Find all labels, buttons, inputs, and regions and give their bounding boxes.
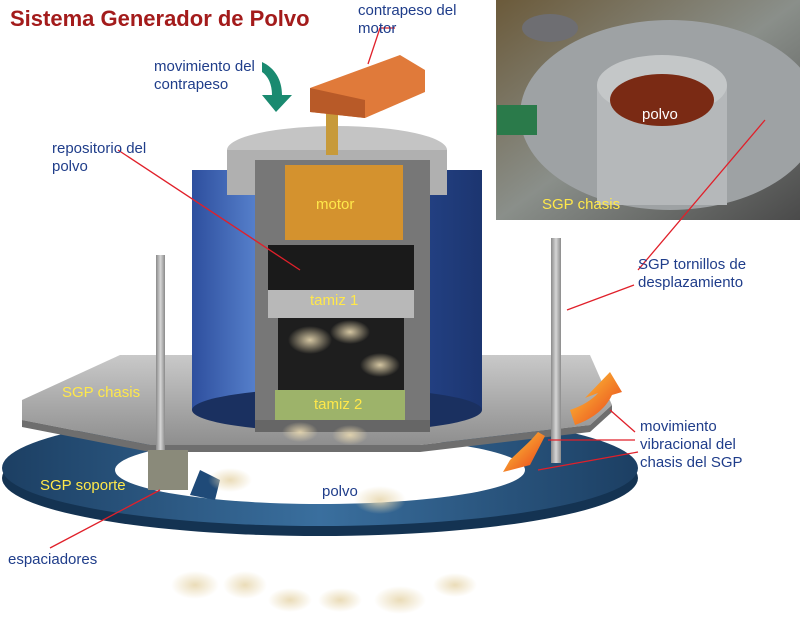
sieve1-label: tamiz 1 (310, 292, 359, 309)
sieve2-label: tamiz 2 (314, 396, 363, 413)
motor-body (285, 165, 403, 240)
page-title: Sistema Generador de Polvo (10, 6, 310, 31)
sieve-1 (268, 290, 414, 318)
sgp-chassis-label: SGP chasis (62, 384, 141, 401)
inset-photo (496, 0, 800, 220)
powder-dust (171, 320, 477, 614)
sgp-support-label: SGP soporte (40, 477, 126, 494)
powder-label: polvo (322, 483, 358, 500)
vibration-arrow-icon (503, 432, 545, 472)
counterweight-motor-label: contrapeso del motor (358, 2, 457, 37)
powder-repository (268, 245, 414, 290)
sieve-2 (275, 390, 405, 420)
spacers-label: espaciadores (8, 551, 98, 568)
screws-label: SGP tornillos de desplazamiento (638, 256, 747, 291)
spacer-block (148, 450, 188, 490)
vibration-arrow-icon (570, 372, 622, 425)
vibration-label: movimiento vibracional del chasis del SG… (640, 418, 743, 471)
right-displacement-screw (551, 238, 561, 463)
rotation-arrow-icon (262, 62, 292, 112)
left-displacement-screw (156, 255, 165, 455)
powder-repository-label: repositorio del polvo (52, 140, 147, 175)
leader-lines (49, 27, 766, 549)
photo-chassis-label: SGP chasis (542, 196, 621, 213)
counterweight-motion-label: movimiento del contrapeso (154, 58, 255, 93)
motor-label: motor (316, 196, 355, 213)
photo-powder-label: polvo (642, 106, 678, 123)
generator-housing (192, 126, 482, 432)
